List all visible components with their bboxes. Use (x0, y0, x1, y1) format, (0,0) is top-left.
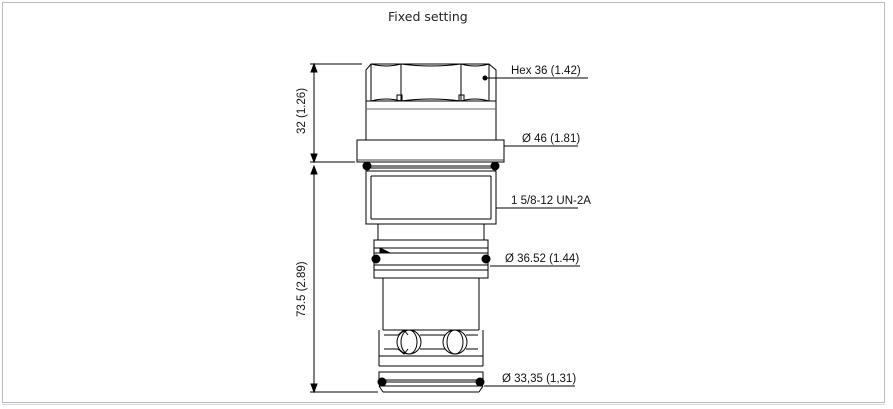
drawing-frame (2, 2, 885, 403)
label-dia-mid: Ø 36.52 (1.44) (505, 253, 579, 265)
hex-head (365, 63, 497, 102)
frame-bottom-divider (2, 404, 885, 405)
dim-height-body (310, 164, 378, 394)
thread-section (365, 170, 497, 225)
label-height-body: 73.5 (2.89) (296, 261, 308, 317)
leader-hex (482, 75, 588, 81)
drawing-title: Fixed setting (388, 9, 468, 24)
collar-o-ring (362, 161, 500, 171)
label-collar-dia: Ø 46 (1.81) (522, 133, 580, 145)
label-hex: Hex 36 (1.42) (511, 65, 581, 77)
adjuster-body (365, 100, 497, 140)
nose (377, 371, 485, 393)
dim-height-top (310, 62, 362, 164)
label-thread: 1 5/8-12 UN-2A (511, 195, 591, 207)
label-dia-bottom: Ø 33,35 (1,31) (502, 373, 576, 385)
collar (356, 139, 505, 163)
label-height-top: 32 (1.26) (296, 88, 308, 134)
cross-holes (384, 329, 478, 355)
lower-body (371, 224, 491, 367)
